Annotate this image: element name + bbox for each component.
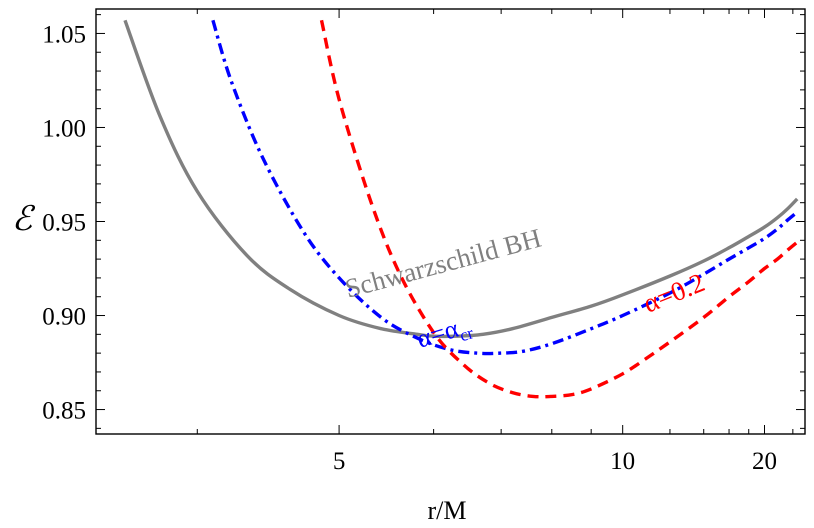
series-line — [123, 19, 799, 339]
x-tick-label: 10 — [610, 448, 635, 475]
x-tick-label: 20 — [752, 448, 777, 475]
x-tick-label: 5 — [333, 448, 346, 475]
series-line — [319, 19, 799, 399]
series-line — [211, 19, 799, 356]
plot-frame — [95, 8, 806, 435]
y-tick-label: 0.85 — [42, 398, 86, 425]
ticks: 5 10 20 0.85 0.90 0.95 1.00 1.05 — [42, 9, 805, 475]
annotation-alpha-cr-subscript: cr — [457, 323, 476, 345]
y-axis-label: ℰ — [12, 201, 36, 238]
annotation-schwarzschild: Schwarzschild BH — [342, 223, 545, 304]
y-tick-label: 1.05 — [42, 21, 86, 48]
annotation-alpha-cr-main: α=α — [413, 314, 462, 354]
series-layer — [123, 19, 799, 399]
x-axis-label: r/M — [428, 496, 467, 525]
y-tick-label: 0.95 — [42, 210, 86, 237]
y-tick-label: 0.90 — [42, 304, 86, 331]
y-tick-label: 1.00 — [42, 115, 86, 142]
